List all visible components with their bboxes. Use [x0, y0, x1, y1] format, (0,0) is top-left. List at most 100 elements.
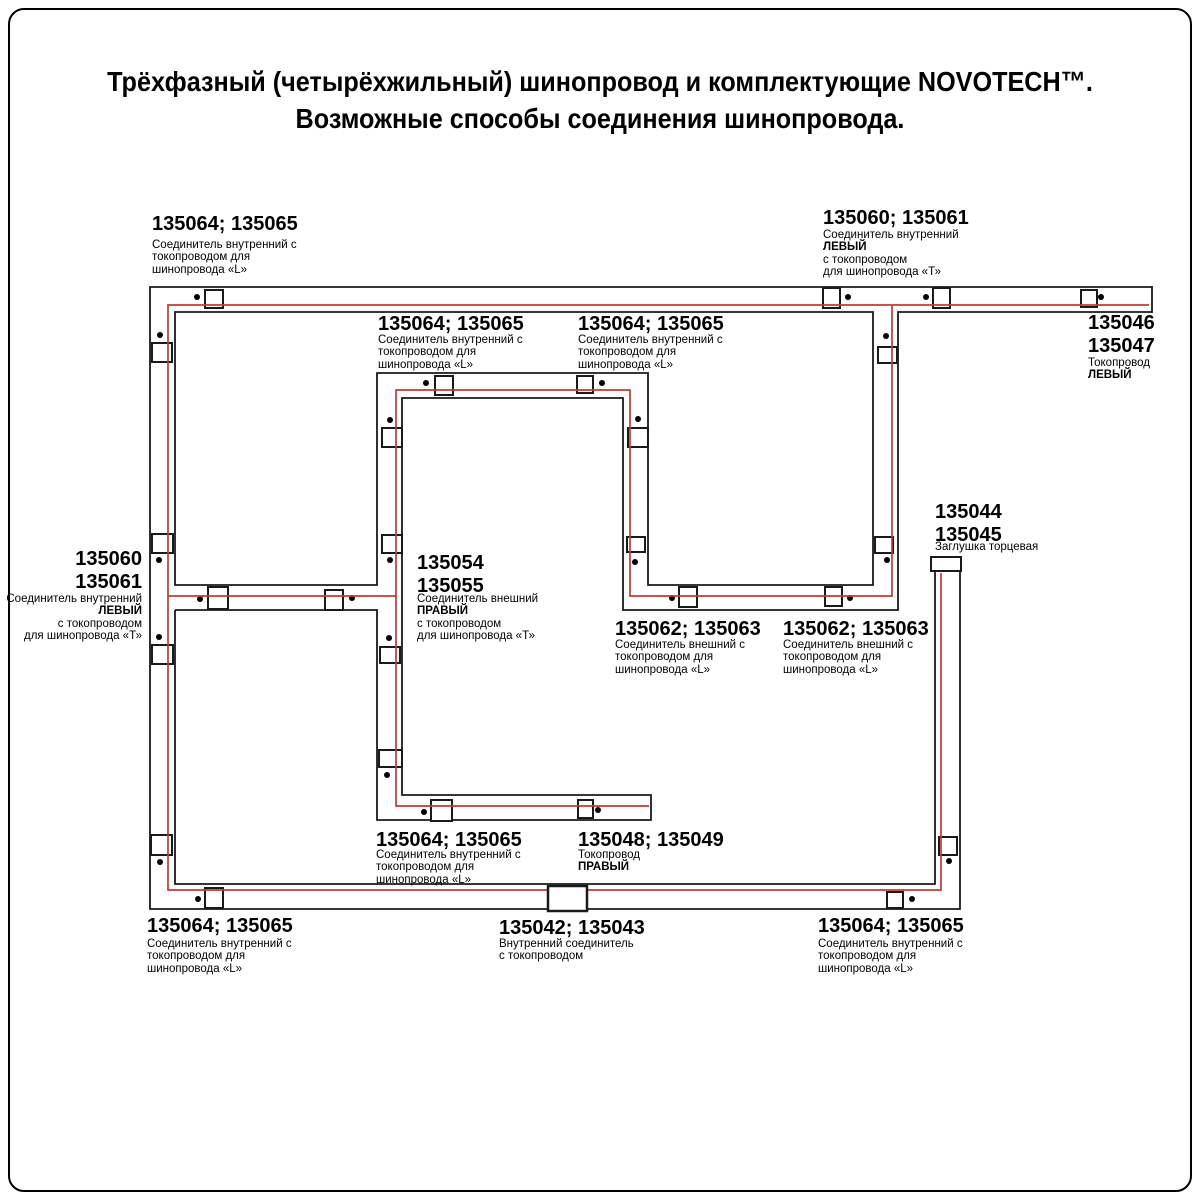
label-corner-bottom-left: 135064; 135065 Соединитель внутренний с … — [147, 915, 293, 975]
connector-box — [932, 287, 951, 309]
label-inner-corner-top-right: 135064; 135065 Соединитель внутренний с … — [578, 313, 724, 371]
product-code: 135064; 135065 — [147, 915, 293, 937]
screw-dot — [157, 332, 163, 338]
screw-dot — [599, 380, 605, 386]
label-end-cap: 135044 135045 Заглушка торцевая — [935, 501, 1039, 553]
product-code: 135047 — [1088, 335, 1155, 357]
label-outer-corner-left: 135062; 135063 Соединитель внешний с ток… — [615, 618, 761, 676]
product-code: 135054 — [417, 552, 484, 574]
product-code: 135048; 135049 — [578, 829, 724, 851]
connector-box — [886, 891, 904, 909]
connector-box — [151, 644, 174, 665]
screw-dot — [195, 896, 201, 902]
screw-dot — [883, 333, 889, 339]
connector-box — [207, 586, 229, 610]
connector-box — [151, 533, 174, 554]
track-outline-outer — [149, 286, 1152, 910]
track-outlines — [149, 286, 1153, 910]
screw-dot — [386, 635, 392, 641]
screw-dot — [1098, 294, 1104, 300]
product-code: 135060; 135061 — [823, 207, 969, 229]
screw-dot — [384, 772, 390, 778]
label-tee-center: 135054 135055 Соединитель внешний ПРАВЫЙ… — [417, 552, 539, 642]
connector-box — [626, 536, 646, 553]
conductor-branch — [395, 305, 893, 807]
screw-dot — [197, 596, 203, 602]
connector-box — [150, 834, 173, 856]
product-code: 135062; 135063 — [615, 618, 761, 640]
screw-dot — [421, 809, 427, 815]
product-code: 135064; 135065 — [578, 313, 724, 335]
screw-dot — [194, 294, 200, 300]
screw-dot — [387, 557, 393, 563]
label-straight-connector: 135042; 135043 Внутренний соединитель с … — [499, 917, 645, 963]
connector-box — [577, 799, 594, 819]
product-code: 135064; 135065 — [152, 213, 298, 235]
connector-box — [822, 287, 841, 309]
product-code: 135042; 135043 — [499, 917, 645, 939]
connector-box — [874, 536, 894, 554]
connector-box — [381, 534, 403, 554]
product-code: 135055 — [417, 575, 484, 597]
track-outline-bottom — [174, 560, 936, 885]
conductor-lines — [167, 304, 1149, 891]
product-code: 135064; 135065 — [378, 313, 524, 335]
screw-dot — [845, 294, 851, 300]
connector-box — [204, 289, 224, 309]
connector-box — [877, 346, 898, 364]
screw-dot — [632, 559, 638, 565]
page-border — [8, 8, 1192, 1192]
connector-box — [430, 799, 453, 822]
track-outline-inner-lower — [175, 311, 1152, 821]
screw-dot — [946, 858, 952, 864]
screw-dot — [635, 416, 641, 422]
product-code: 135062; 135063 — [783, 618, 929, 640]
connector-box — [378, 749, 403, 768]
title-line2: Возможные способы соединения шинопровода… — [295, 103, 905, 134]
screw-dots — [156, 294, 1104, 902]
label-feed-right: 135048; 135049 Токопровод ПРАВЫЙ — [578, 829, 724, 874]
end-cap-box — [930, 556, 962, 572]
connector-box — [381, 427, 403, 448]
label-corner-top-left: 135064; 135065 Соединитель внутренний с … — [152, 213, 298, 276]
screw-dot — [157, 859, 163, 865]
product-code: 135060 — [75, 548, 142, 570]
label-inner-corner-bottom: 135064; 135065 Соединитель внутренний с … — [376, 829, 522, 886]
label-feed-left: 135046 135047 Токопровод ЛЕВЫЙ — [1088, 312, 1155, 382]
product-code: 135064; 135065 — [376, 829, 522, 851]
track-outline-inner-upper — [174, 311, 874, 586]
connector-box — [379, 646, 401, 664]
connector-box — [204, 887, 224, 909]
connector-box — [678, 586, 698, 608]
screw-dot — [595, 807, 601, 813]
title-line1: Трёхфазный (четырёхжильный) шинопровод и… — [107, 66, 1093, 97]
connector-box — [1080, 289, 1098, 308]
screw-dot — [156, 557, 162, 563]
connector-box — [627, 427, 649, 448]
straight-connector-box — [546, 884, 589, 913]
connector-box — [151, 342, 173, 363]
product-code: 135046 — [1088, 312, 1155, 334]
connector-boxes — [150, 287, 1098, 909]
conductor-main — [167, 304, 1149, 891]
screw-dot — [923, 294, 929, 300]
label-tee-top: 135060; 135061 Соединитель внутренний ЛЕ… — [823, 207, 969, 278]
screw-dot — [884, 557, 890, 563]
screw-dot — [423, 380, 429, 386]
connector-box — [938, 836, 958, 856]
label-corner-bottom-right: 135064; 135065 Соединитель внутренний с … — [818, 915, 964, 975]
screw-dot — [909, 896, 915, 902]
screw-dot — [156, 634, 162, 640]
connector-box — [576, 375, 594, 394]
product-code: 135064; 135065 — [818, 915, 964, 937]
connector-box — [324, 589, 344, 611]
connector-box — [434, 375, 454, 396]
label-outer-corner-right: 135062; 135063 Соединитель внешний с ток… — [783, 618, 929, 676]
label-tee-left: 135060 135061 Соединитель внутренний ЛЕВ… — [6, 548, 142, 642]
product-code: 135061 — [75, 571, 142, 593]
product-code: 135045 — [935, 524, 1002, 546]
label-inner-corner-top-left: 135064; 135065 Соединитель внутренний с … — [378, 313, 524, 371]
product-code: 135044 — [935, 501, 1002, 523]
